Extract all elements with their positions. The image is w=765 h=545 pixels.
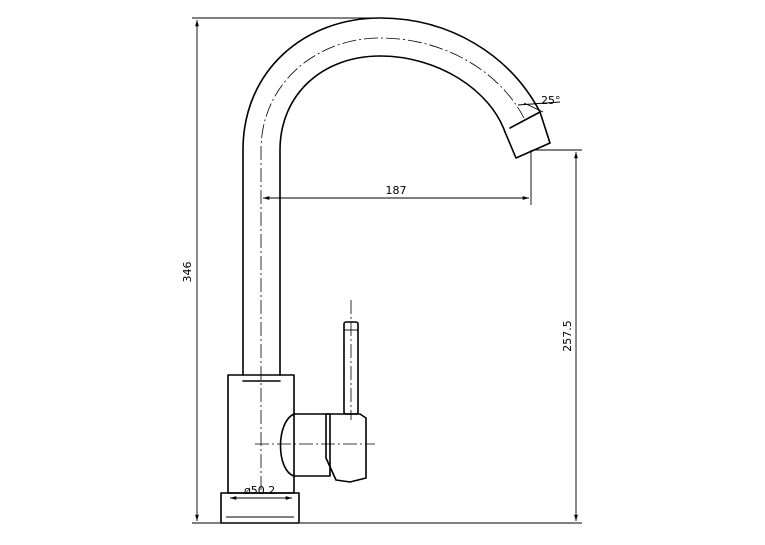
label-spout-reach: 187 — [386, 184, 407, 197]
dimension-total-height: 346 — [181, 17, 380, 524]
spout-inner-edge — [279, 55, 506, 376]
faucet-outline — [220, 17, 551, 524]
label-base-diameter: ø50.2 — [244, 484, 275, 497]
dimension-spout-reach: 187 — [263, 150, 532, 205]
label-outlet-height: 257.5 — [561, 320, 574, 352]
angle-reference-line — [523, 102, 544, 113]
dimension-outlet-height: 257.5 — [300, 149, 582, 524]
spout-tip — [504, 111, 551, 159]
cartridge-dome — [279, 413, 331, 477]
base-flange — [220, 492, 300, 524]
dimension-spout-angle: 25° — [517, 94, 561, 113]
centre-lines — [255, 37, 525, 490]
label-total-height: 346 — [181, 262, 194, 283]
dimension-base-diameter: ø50.2 — [230, 484, 292, 500]
lever-hub — [325, 413, 367, 483]
spout-centreline — [260, 37, 525, 490]
label-spout-angle: 25° — [541, 94, 561, 107]
angle-leader-line — [517, 101, 561, 106]
